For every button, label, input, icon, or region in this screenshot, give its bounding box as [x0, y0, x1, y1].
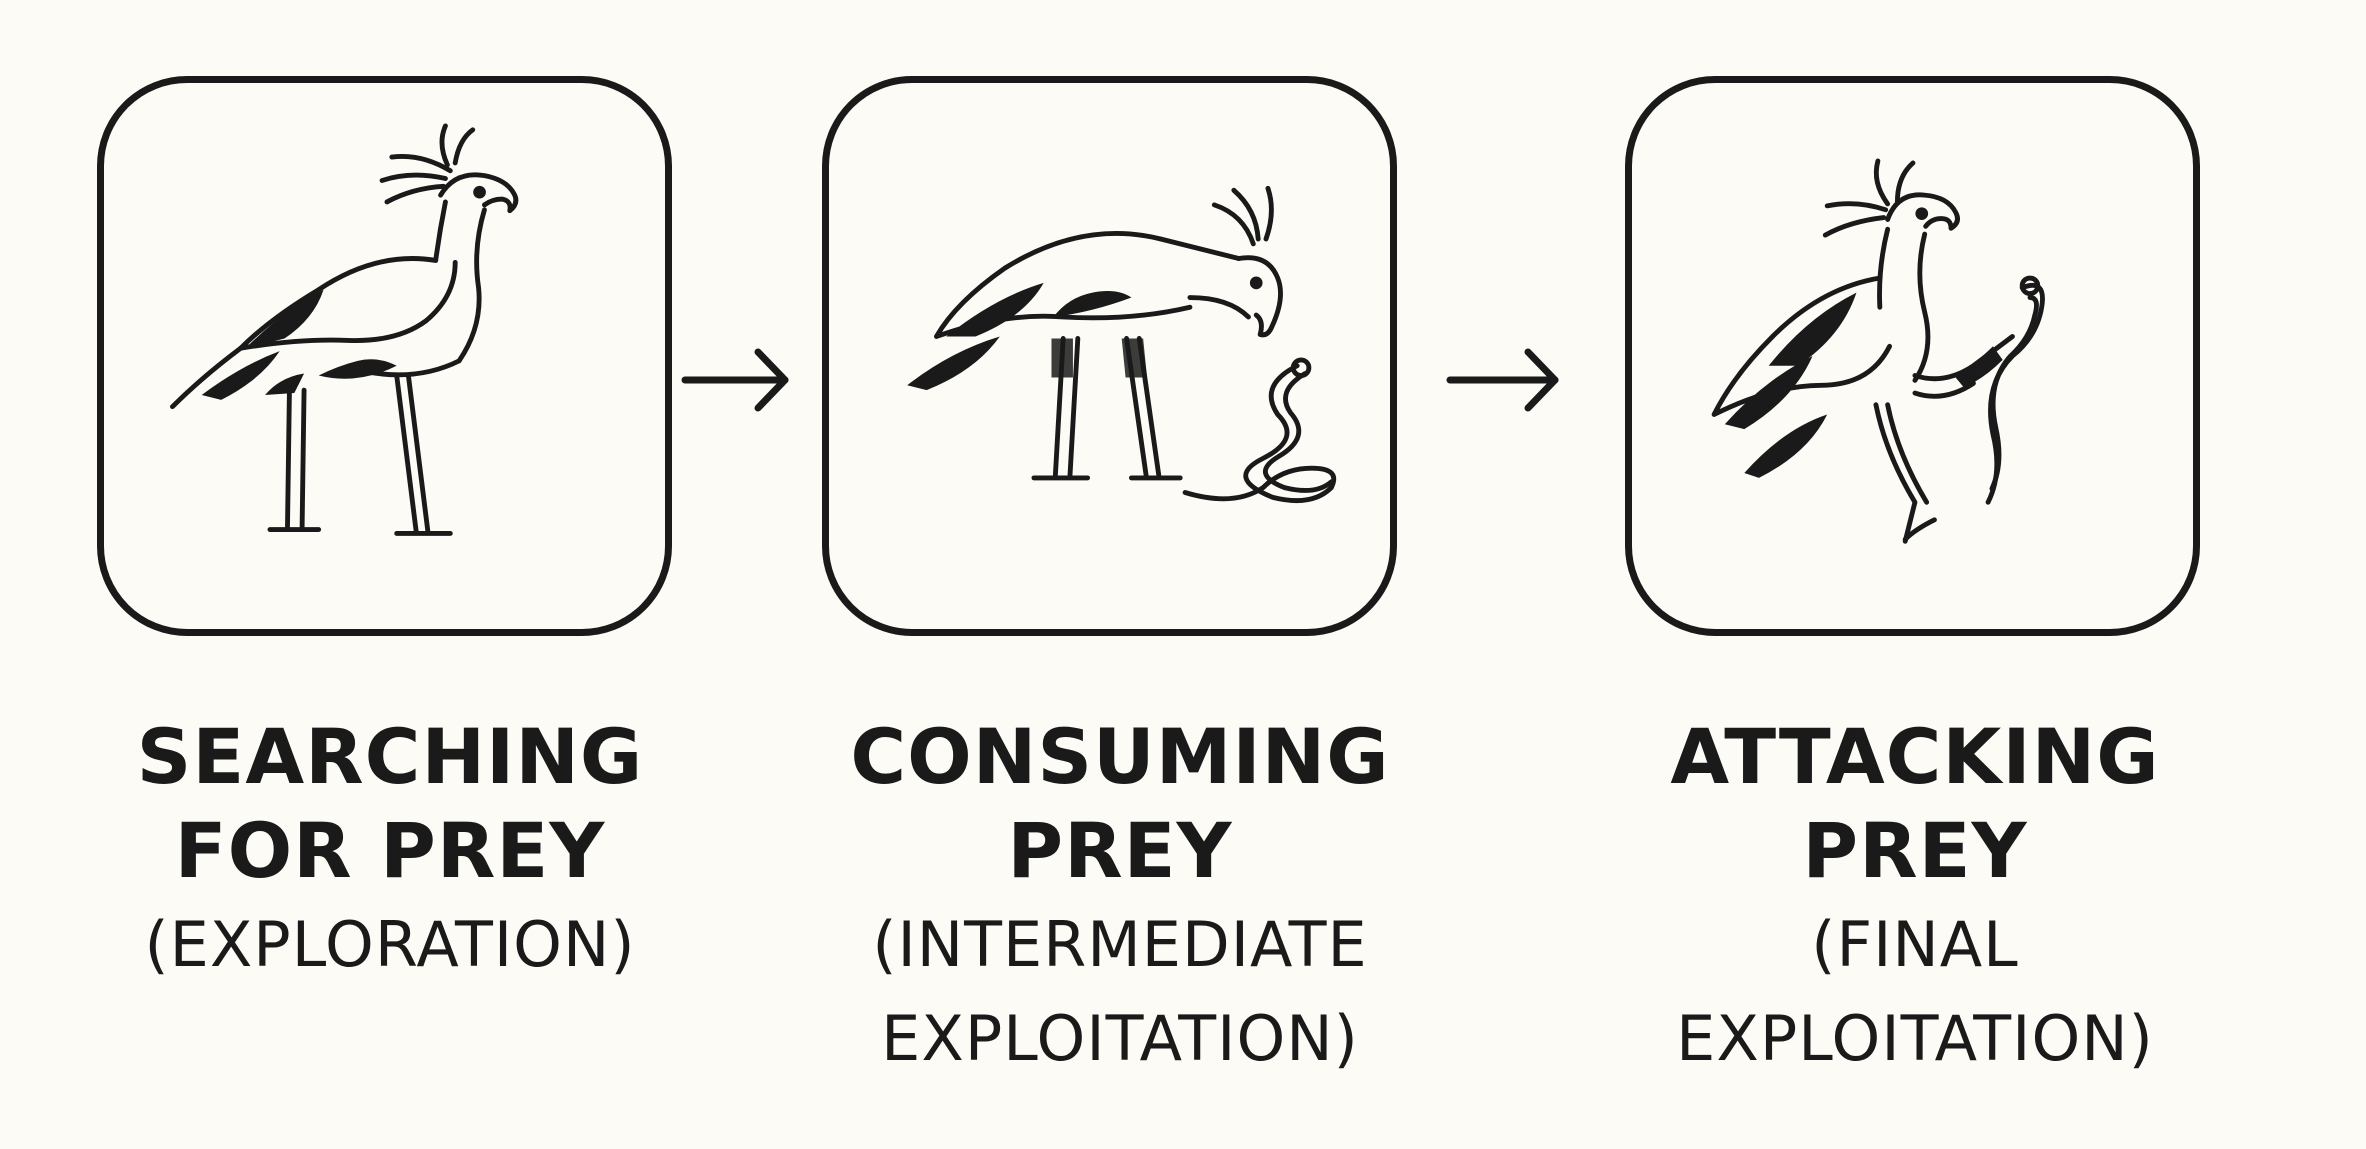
stage-subtitle-line: (EXPLORATION)	[144, 908, 636, 981]
stage-title-line: CONSUMING	[850, 712, 1390, 801]
arrow-right-icon	[681, 348, 789, 412]
secretary-bird-pecking-snake-icon	[907, 185, 1337, 504]
stage-subtitle-line: EXPLOITATION)	[881, 1002, 1359, 1075]
stage-title-line: FOR PREY	[174, 806, 606, 895]
stage-subtitle-line: (FINAL EXPLOITATION)	[1676, 908, 2154, 1075]
stage-box-searching	[97, 76, 672, 636]
stage-box-consuming	[822, 76, 1397, 636]
stage-title-line: PREY	[1007, 806, 1233, 895]
secretary-bird-standing-icon	[170, 123, 519, 536]
stage-box-attacking	[1625, 76, 2200, 636]
stage-subtitle-line: (INTERMEDIATE	[872, 908, 1368, 981]
stage-title-line: SEARCHING	[136, 712, 644, 801]
stage-caption-consuming: CONSUMING PREY (INTERMEDIATE EXPLOITATIO…	[820, 710, 1420, 1086]
stage-title-line: ATTACKING	[1670, 712, 2160, 801]
stage-title-line: PREY	[1802, 806, 2028, 895]
stage-caption-searching: SEARCHING FOR PREY (EXPLORATION)	[90, 710, 690, 992]
arrow-right-icon	[1446, 348, 1559, 412]
stage-caption-attacking: ATTACKING PREY (FINAL EXPLOITATION)	[1570, 710, 2260, 1086]
secretary-bird-kicking-snake-icon	[1711, 158, 2045, 544]
